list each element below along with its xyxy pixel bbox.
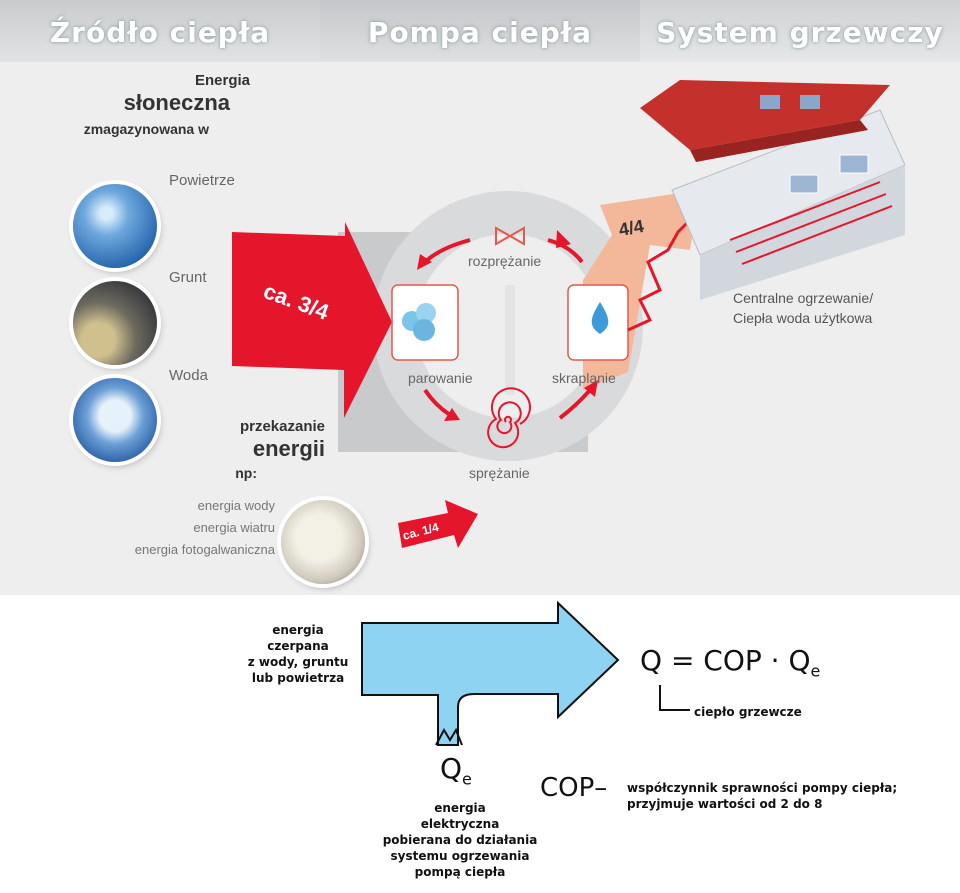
input-energy-line1: energia: [272, 623, 324, 637]
system-label-line1: Centralne ogrzewanie/: [733, 290, 873, 306]
power-grid-sphere-image: [281, 500, 365, 584]
cycle-arrow-top-right: [547, 238, 584, 264]
heat-label-leader: [659, 685, 690, 711]
house-illustration: [640, 80, 906, 300]
electric-energy-label: energia elektryczna pobierana do działan…: [375, 800, 545, 880]
transfer-example-water: energia wody: [197, 498, 275, 513]
input-energy-line4: lub powietrza: [251, 671, 345, 685]
cycle-label-expansion: rozprężanie: [468, 253, 541, 269]
header-heat-source: Źródło ciepła: [0, 0, 320, 62]
cycle-label-compression: sprężanie: [469, 465, 530, 481]
cycle-arrow-bottom-right: [558, 388, 592, 420]
source-label-air: Powietrze: [169, 172, 235, 189]
flow-inlet-notch: [435, 727, 463, 746]
cycle-divider: [505, 285, 515, 395]
cycle-label-evaporation: parowanie: [408, 370, 473, 386]
header-heat-pump: Pompa ciepła: [320, 0, 640, 62]
cop-equation: Q = COP · Qe: [640, 644, 820, 681]
transfer-example-wind: energia wiatru: [193, 520, 275, 535]
qe-main: Q: [440, 752, 463, 785]
cop-definition-line1: współczynnik sprawności pompy ciepła;: [627, 781, 898, 795]
source-label-ground: Grunt: [169, 269, 207, 286]
energy-intro-line2: słoneczna: [123, 90, 230, 115]
main-energy-arrow: [232, 222, 392, 418]
transfer-example-solar: energia fotogalwaniczna: [134, 542, 275, 557]
air-sphere-image: [73, 184, 157, 268]
expansion-valve-icon: [495, 226, 513, 246]
system-label-line2: Ciepła woda użytkowa: [733, 310, 873, 326]
cop-definition: współczynnik sprawności pompy ciepła; pr…: [627, 780, 897, 812]
header-heating-system: System grzewczy: [640, 0, 960, 62]
source-label-water: Woda: [169, 367, 208, 384]
electric-energy-symbol: Qe: [440, 752, 472, 789]
compressor-spiral-icon: [487, 387, 531, 449]
transfer-line2: energii: [252, 436, 325, 461]
qe-subscript: e: [462, 769, 472, 789]
energy-flow-arrow: [361, 600, 620, 746]
small-energy-arrow: [398, 500, 478, 548]
electric-line4: systemu ogrzewania: [390, 849, 530, 863]
cycle-label-condensation: skraplanie: [552, 370, 616, 386]
ground-sphere-image: [73, 281, 157, 365]
cycle-arrow-bottom-left: [423, 388, 452, 417]
input-energy-line2: czerpana: [267, 639, 329, 653]
output-fraction-label: 4/4: [617, 216, 645, 240]
electric-line1: energia: [434, 801, 486, 815]
equation-subscript: e: [810, 661, 821, 681]
energy-intro-line1: Energia: [194, 72, 250, 89]
input-energy-label: energia czerpana z wody, gruntu lub powi…: [236, 622, 360, 686]
heat-label: ciepło grzewcze: [694, 705, 802, 719]
transfer-line1: przekazanie: [239, 418, 325, 435]
electric-line2: elektryczna: [420, 817, 500, 831]
cop-definition-line2: przyjmuje wartości od 2 do 8: [627, 797, 823, 811]
electric-line3: pobierana do działania: [382, 833, 538, 847]
condensation-drop-icon: [591, 302, 609, 334]
cop-formula-diagram: [361, 600, 690, 746]
water-sphere-image: [73, 378, 157, 462]
cop-term: COP–: [540, 773, 608, 803]
input-energy-line3: z wody, gruntu: [247, 655, 349, 669]
equation-text: Q = COP · Q: [640, 644, 811, 677]
energy-intro-line3: zmagazynowana w: [83, 121, 209, 137]
heat-pump-diagram: ca. 3/4 ca. 1/4 4/4 rozprężanie parowani…: [232, 80, 906, 548]
transfer-line3: np:: [235, 465, 257, 481]
electric-line5: pompą ciepła: [414, 865, 506, 879]
hot-water-pipe: [627, 200, 692, 332]
